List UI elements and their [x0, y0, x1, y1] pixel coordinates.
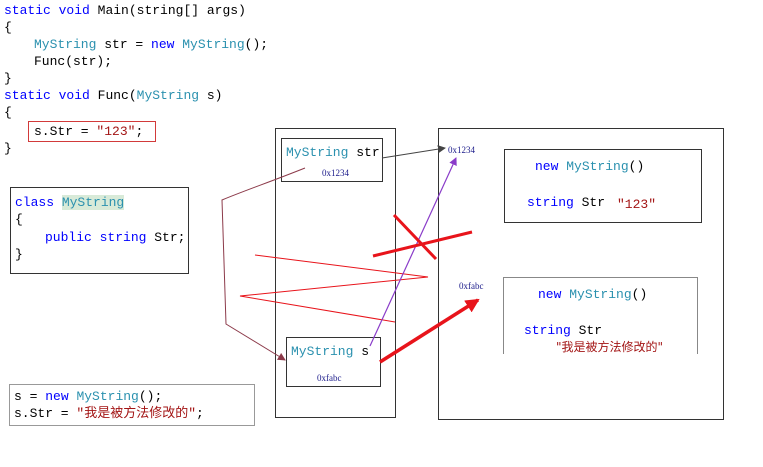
- heap-object-1: new MyString() string Str "123": [504, 149, 702, 223]
- code-line-call-func: Func(str);: [34, 54, 113, 69]
- reassign-line-new: s = new MyString();: [14, 389, 163, 404]
- main-code-block: static void Main(string[] args) { MyStri…: [4, 0, 304, 160]
- stack-var-s-label: MyString s: [291, 344, 370, 359]
- stack-var-str-label: MyString str: [286, 145, 380, 160]
- class-definition-box: class MyString { public string Str; }: [10, 187, 189, 274]
- reassign-line-str: s.Str = "我是被方法修改的";: [14, 406, 204, 421]
- heap-object-2-ctor: new MyString(): [538, 287, 648, 302]
- heap-object-2-value: "我是被方法修改的": [556, 340, 664, 354]
- reassign-code-box: s = new MyString(); s.Str = "我是被方法修改的";: [9, 384, 255, 426]
- class-line-brace-close: }: [15, 247, 23, 262]
- stack-var-s-addr: 0xfabc: [317, 373, 342, 383]
- code-line-brace-open: {: [4, 20, 12, 35]
- heap-object-1-ctor: new MyString(): [535, 159, 645, 174]
- heap-object-1-field: string Str: [527, 195, 606, 210]
- code-line-declare-str: MyString str = new MyString();: [34, 37, 269, 52]
- arrow-s-to-heap-2: [379, 298, 480, 364]
- stack-var-str: MyString str 0x1234: [281, 138, 383, 182]
- heap-object-2-field: string Str: [524, 323, 603, 338]
- class-line-header: class MyString: [15, 195, 125, 210]
- arrow-s-to-heap-1: [369, 157, 457, 347]
- heap-addr-1: 0x1234: [448, 145, 475, 155]
- red-cross-mark: [372, 213, 473, 261]
- code-line-assign-str: s.Str = "123";: [34, 124, 144, 139]
- code-line-func-brace-close: }: [4, 141, 12, 156]
- class-line-field: public string Str;: [45, 230, 186, 245]
- code-line-func: static void Func(MyString s): [4, 88, 223, 103]
- heap-addr-2: 0xfabc: [459, 281, 484, 291]
- stack-var-str-addr: 0x1234: [322, 168, 349, 178]
- code-line-func-brace-open: {: [4, 105, 12, 120]
- heap-object-1-value: "123": [617, 197, 657, 212]
- heap-object-2: new MyString() string Str "我是被方法修改的": [503, 277, 698, 354]
- code-line-brace-close: }: [4, 71, 12, 86]
- code-line-main: static void Main(string[] args): [4, 3, 246, 18]
- highlight-box-assign: [28, 121, 156, 142]
- arrow-copy-reference: [221, 167, 306, 361]
- red-zigzag-lines: [239, 254, 429, 323]
- arrow-str-to-heap-1: [381, 145, 446, 159]
- class-line-brace-open: {: [15, 212, 23, 227]
